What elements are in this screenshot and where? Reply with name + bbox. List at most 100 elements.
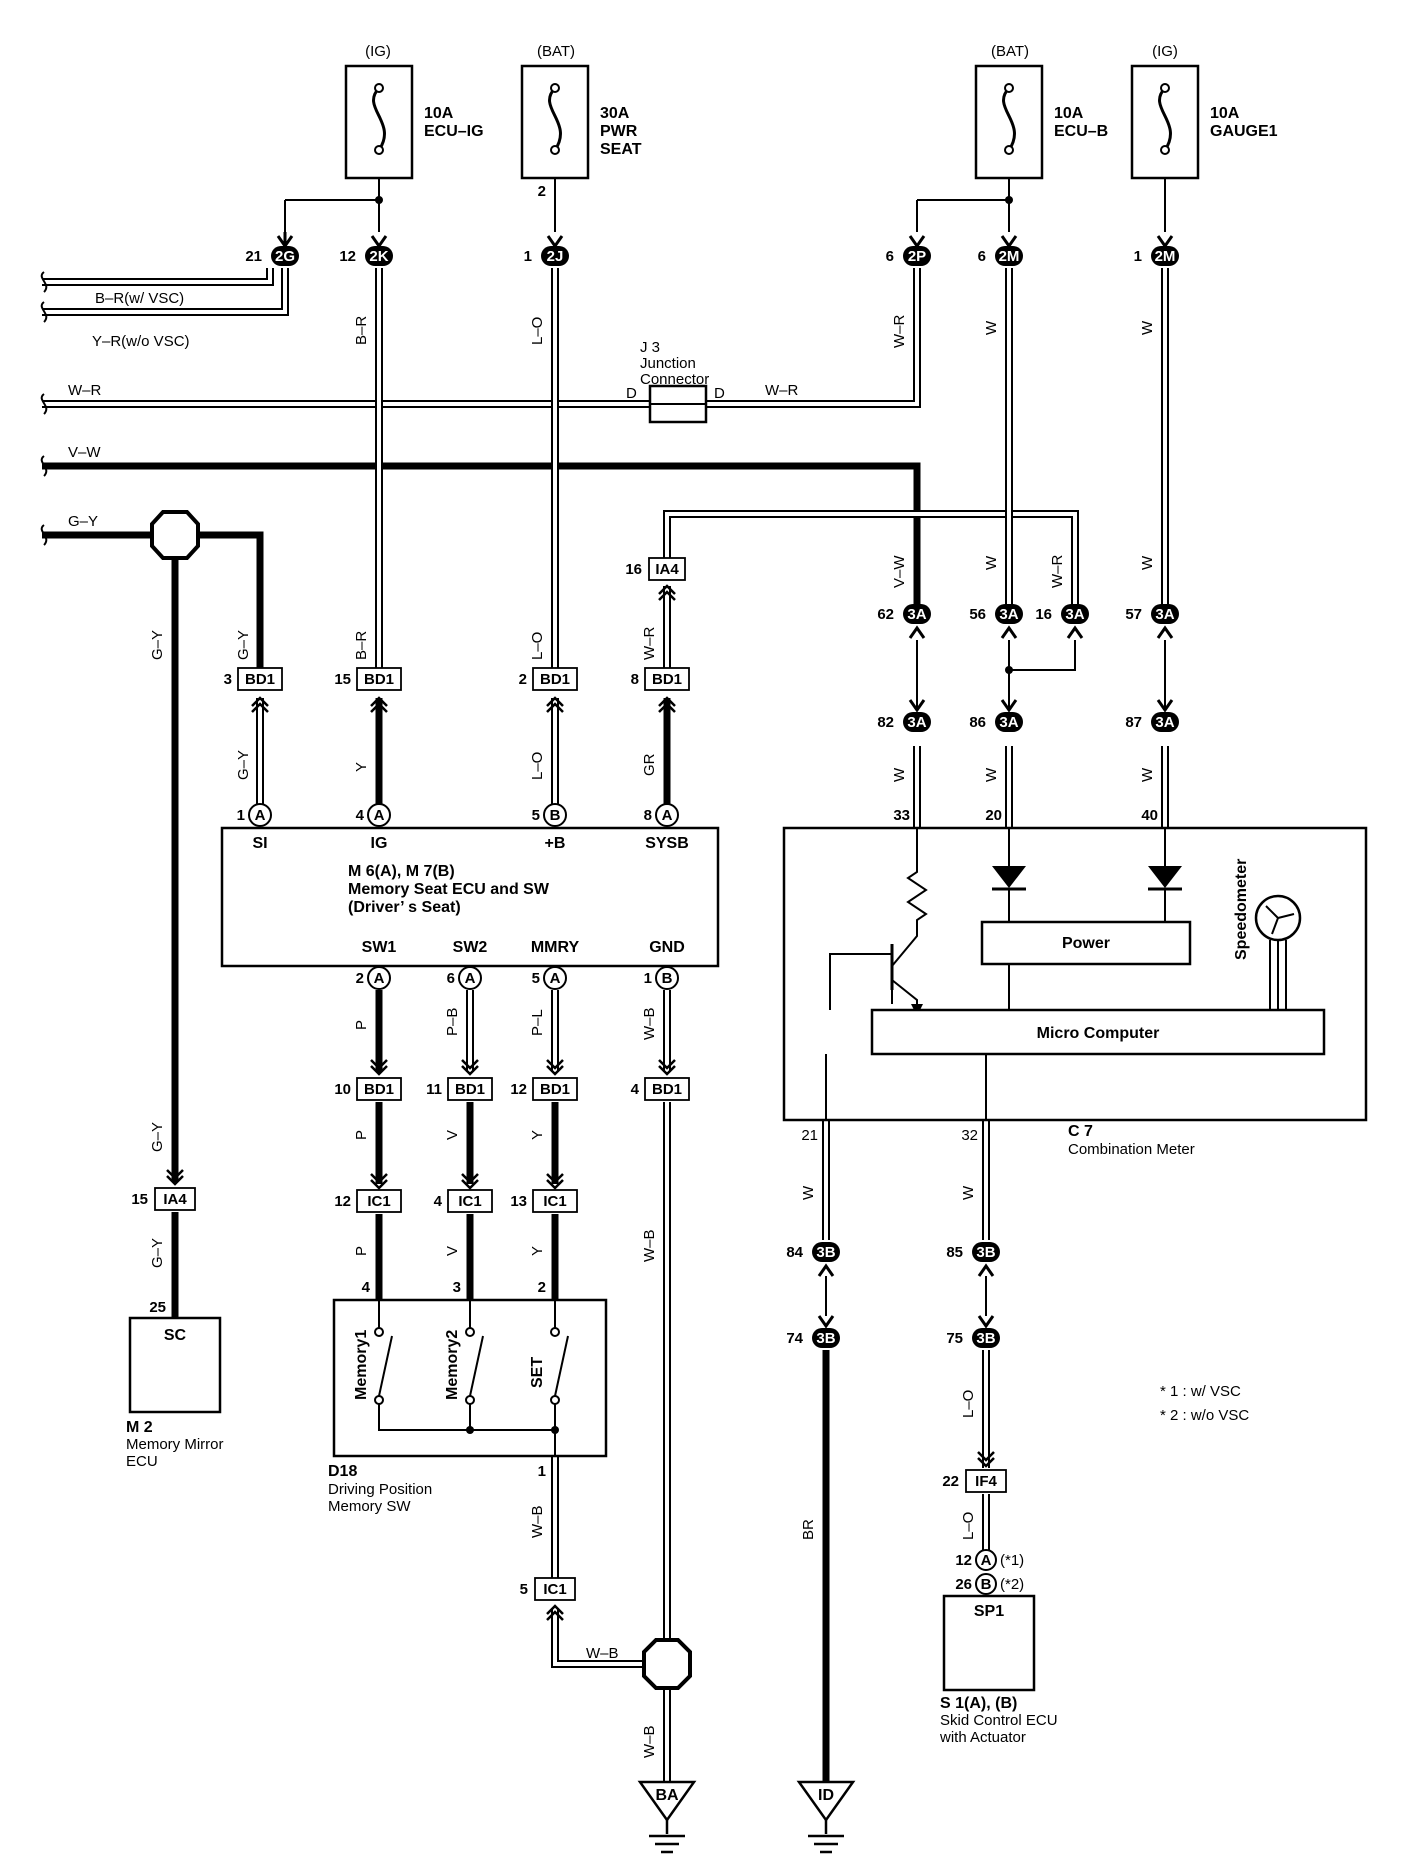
svg-text:L–O: L–O (960, 1390, 977, 1418)
svg-text:2: 2 (538, 1279, 546, 1296)
switch-name: Memory SW (328, 1498, 411, 1515)
svg-text:L–O: L–O (529, 317, 546, 345)
svg-text:32: 32 (961, 1127, 978, 1144)
svg-text:5: 5 (532, 807, 540, 824)
svg-text:86: 86 (969, 714, 986, 731)
svg-text:Memory2: Memory2 (444, 1330, 461, 1400)
svg-text:W: W (983, 555, 1000, 570)
svg-text:BD1: BD1 (364, 1081, 394, 1098)
svg-text:Speedometer: Speedometer (1233, 859, 1250, 960)
c3a-connectors: 3A 62 3A 56 3A 16 3A 57 3A 82 3A 86 3A 8… (877, 604, 1179, 732)
ground-id: ID (796, 1780, 856, 1854)
svg-text:W–B: W–B (641, 1007, 658, 1040)
svg-text:A: A (255, 807, 266, 824)
svg-text:6: 6 (447, 970, 455, 987)
svg-text:2: 2 (356, 970, 364, 987)
svg-text:1: 1 (237, 807, 245, 824)
svg-text:56: 56 (969, 606, 986, 623)
wire-label: B–R(w/ VSC) (95, 290, 184, 307)
svg-text:A: A (374, 807, 385, 824)
svg-text:B–R: B–R (353, 316, 370, 345)
svg-text:IC1: IC1 (367, 1193, 390, 1210)
svg-text:B: B (662, 970, 673, 987)
svg-text:20: 20 (985, 807, 1002, 824)
svg-text:W: W (960, 1185, 977, 1200)
meter-id: C 7 (1068, 1123, 1093, 1140)
svg-text:W: W (891, 767, 908, 782)
svg-text:W–R: W–R (1049, 555, 1066, 589)
svg-text:A: A (550, 970, 561, 987)
svg-text:IA4: IA4 (163, 1191, 187, 1208)
svg-text:L–O: L–O (529, 632, 546, 660)
svg-text:A: A (465, 970, 476, 987)
svg-text:3A: 3A (999, 606, 1018, 623)
svg-text:15: 15 (334, 671, 351, 688)
svg-text:GR: GR (641, 753, 658, 776)
svg-text:2J: 2J (547, 248, 564, 265)
svg-text:3B: 3B (816, 1244, 835, 1261)
svg-text:IC1: IC1 (543, 1193, 566, 1210)
svg-text:3: 3 (453, 1279, 461, 1296)
driving-position-memory-switch: 4 3 2 Memory1 Memory2 SET 1 D18 Driving … (328, 1279, 608, 1515)
wire-label: Y–R(w/o VSC) (92, 333, 190, 350)
svg-text:W–R: W–R (891, 315, 908, 349)
mirror-name: ECU (126, 1453, 158, 1470)
svg-text:G–Y: G–Y (235, 630, 252, 660)
ia4-upper-connector: IA4 16 (625, 557, 686, 601)
svg-text:25: 25 (149, 1299, 166, 1316)
svg-text:Y: Y (353, 762, 370, 772)
svg-text:82: 82 (877, 714, 894, 731)
svg-text:4: 4 (631, 1081, 640, 1098)
svg-text:12: 12 (339, 248, 356, 265)
svg-text:2M: 2M (999, 248, 1020, 265)
svg-text:3A: 3A (1155, 714, 1174, 731)
fuse-pin: 2 (538, 183, 546, 200)
svg-text:V: V (444, 1246, 461, 1256)
svg-text:1: 1 (538, 1463, 546, 1480)
fuse-rating: 10A (1054, 105, 1084, 122)
if4-connector: IF4 22 (942, 1451, 1007, 1493)
svg-text:12: 12 (510, 1081, 527, 1098)
splice-point (150, 510, 200, 560)
svg-text:1: 1 (644, 970, 652, 987)
svg-text:3B: 3B (976, 1244, 995, 1261)
ia4-lower-connector: IA4 15 (131, 1169, 196, 1211)
junction-id: J 3 (640, 339, 660, 356)
svg-text:SP1: SP1 (974, 1603, 1004, 1620)
svg-text:W: W (983, 320, 1000, 335)
svg-text:3B: 3B (976, 1330, 995, 1347)
svg-text:W: W (800, 1185, 817, 1200)
svg-text:15: 15 (131, 1191, 148, 1208)
fuse-name: ECU–IG (424, 123, 484, 140)
svg-text:W–R: W–R (641, 627, 658, 661)
svg-text:W: W (1139, 320, 1156, 335)
svg-text:5: 5 (532, 970, 540, 987)
bd1-upper-connectors: BD1 3 BD1 15 BD1 2 BD1 8 (224, 667, 690, 713)
connector-2j: 2J 1 (524, 235, 569, 266)
svg-text:IA4: IA4 (655, 561, 679, 578)
svg-text:87: 87 (1125, 714, 1142, 731)
ecu-id: M 6(A), M 7(B) (348, 863, 455, 880)
svg-text:8: 8 (644, 807, 652, 824)
connector-2p: 2P 6 (886, 235, 931, 266)
svg-text:4: 4 (362, 1279, 371, 1296)
svg-text:BD1: BD1 (540, 1081, 570, 1098)
svg-text:G–Y: G–Y (149, 1238, 166, 1268)
svg-text:2: 2 (519, 671, 527, 688)
fuse-name: ECU–B (1054, 123, 1108, 140)
svg-text:57: 57 (1125, 606, 1142, 623)
svg-text:BD1: BD1 (364, 671, 394, 688)
svg-text:L–O: L–O (529, 752, 546, 780)
mirror-id: M 2 (126, 1419, 153, 1436)
wire-label: W–R (68, 382, 102, 399)
svg-text:A: A (981, 1552, 992, 1569)
svg-text:Memory1: Memory1 (353, 1330, 370, 1400)
svg-text:Micro Computer: Micro Computer (1037, 1025, 1160, 1042)
skid-control-ecu: A 12 (*1) B 26 (*2) SP1 S 1(A), (B) Skid… (939, 1549, 1058, 1746)
svg-text:P–L: P–L (529, 1009, 546, 1036)
svg-text:85: 85 (946, 1244, 963, 1261)
notes: * 1 : w/ VSC * 2 : w/o VSC (1160, 1383, 1249, 1424)
switch-id: D18 (328, 1463, 357, 1480)
svg-text:+B: +B (545, 835, 566, 852)
